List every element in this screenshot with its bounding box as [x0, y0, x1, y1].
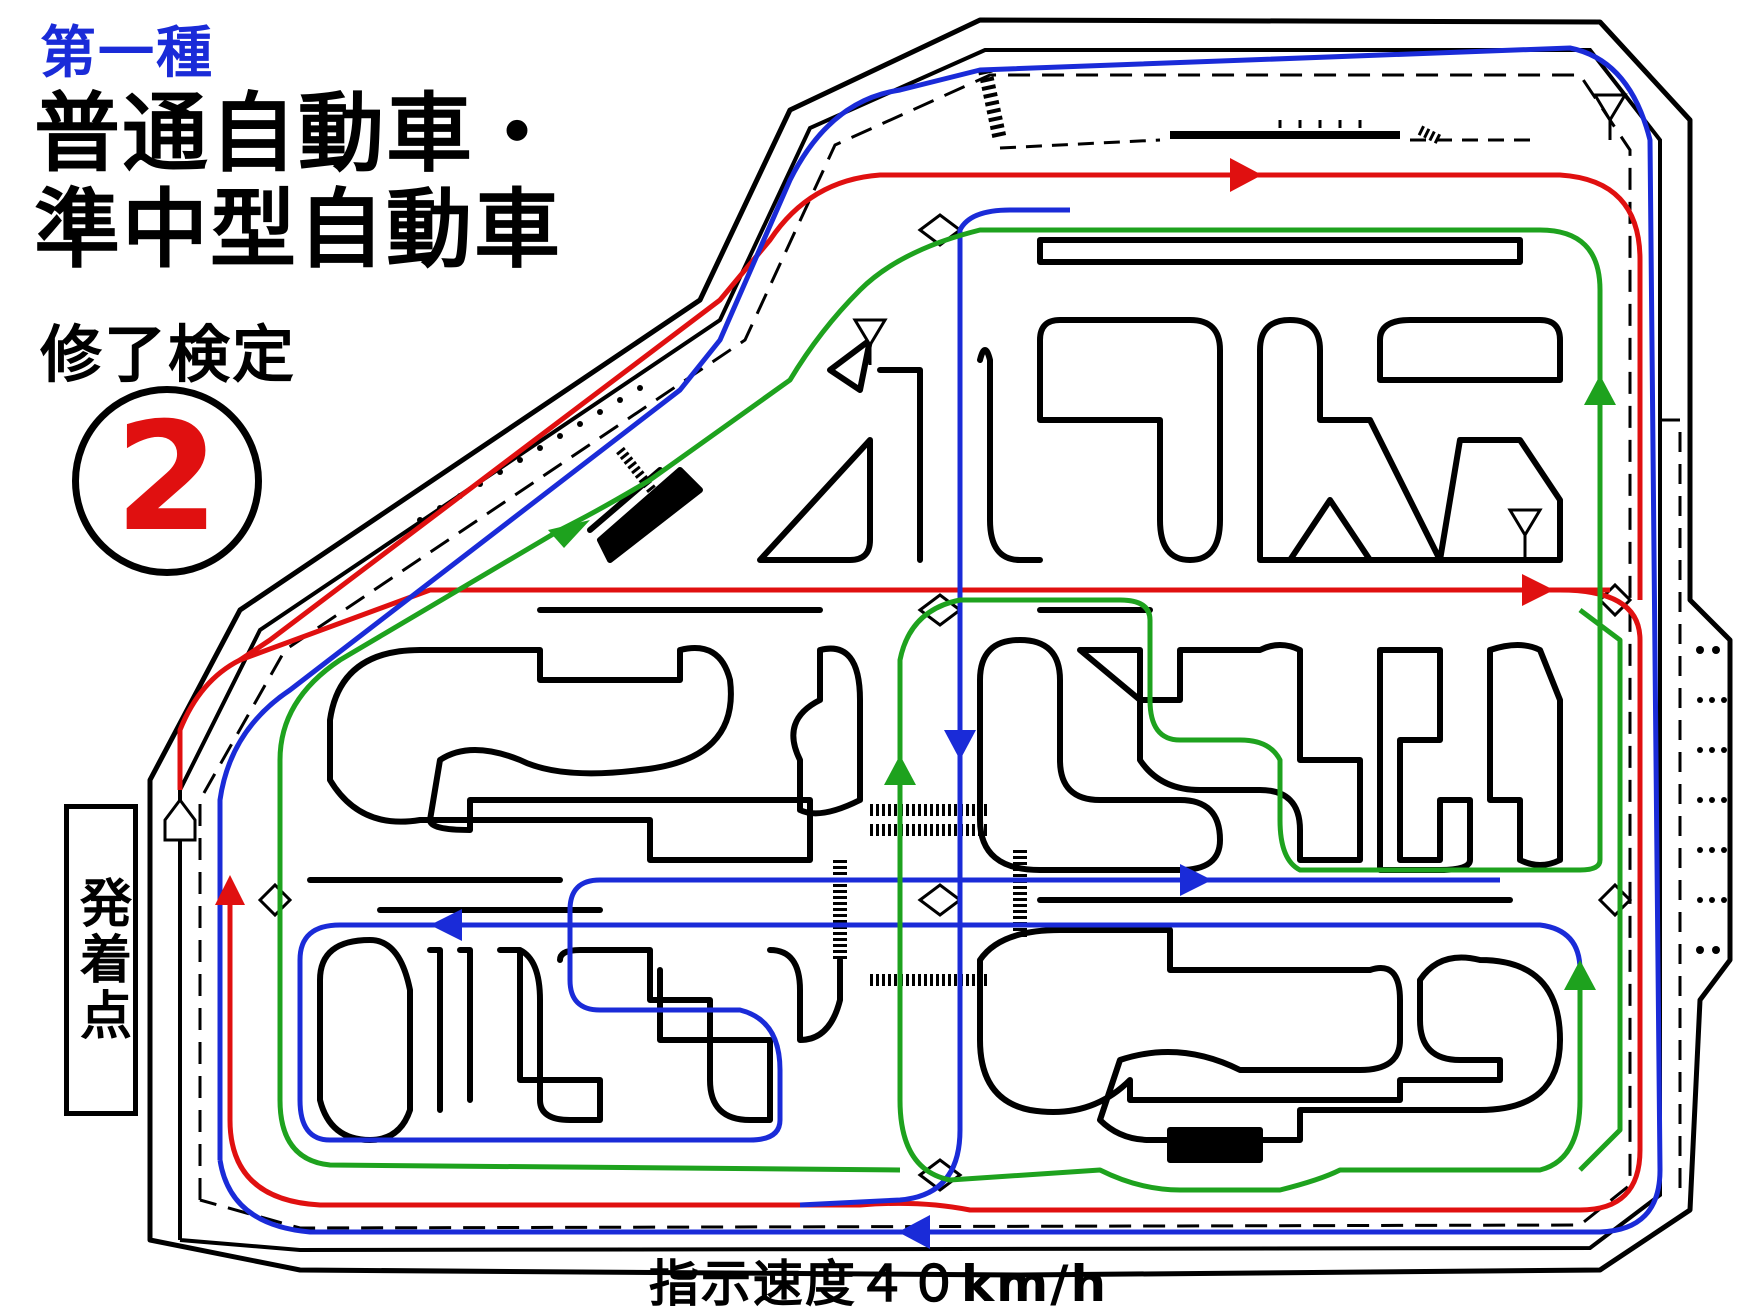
route-blue: [217, 45, 1663, 1235]
course-number-badge: 2: [72, 386, 262, 576]
vehicle-type-2: 準中型自動車: [34, 180, 562, 280]
inner-roads: [307, 237, 1563, 1163]
departure-point-label: 発着点: [70, 876, 131, 1044]
left-diagonal-dots: [417, 385, 643, 523]
license-class-label: 第一種: [40, 21, 214, 86]
exam-name: 修了検定: [40, 318, 297, 391]
course-number: 2: [114, 391, 220, 565]
vehicle-types-title: 普通自動車・ 準中型自動車: [34, 86, 562, 278]
departure-point-box: 発着点: [64, 804, 138, 1116]
top-markings: [999, 120, 1540, 150]
course-outline: [147, 17, 1733, 1278]
signal-icons: [163, 93, 1628, 842]
right-side-dots: [1696, 646, 1727, 954]
vehicle-type-1: 普通自動車・: [34, 84, 562, 184]
route-red: [177, 172, 1643, 1213]
route-green: [277, 227, 1623, 1193]
speed-instruction: 指示速度４０km/h: [648, 1255, 1109, 1313]
route-arrows: [215, 158, 1616, 1249]
